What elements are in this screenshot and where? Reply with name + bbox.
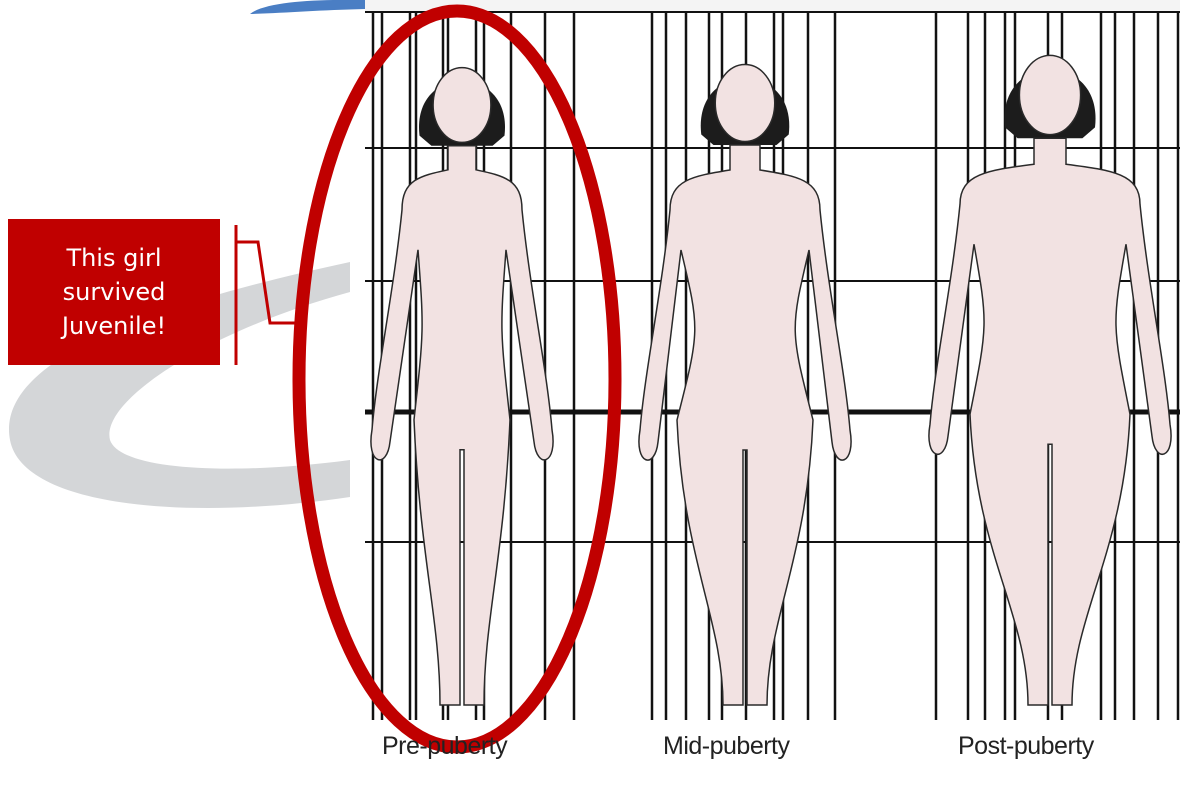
head-shape: [1019, 55, 1080, 134]
callout-text: This girl survived Juvenile!: [8, 219, 220, 365]
grid-top-fade: [365, 0, 1180, 12]
head-shape: [715, 65, 775, 142]
label-mid-puberty: Mid-puberty: [663, 732, 790, 761]
label-post-puberty: Post-puberty: [958, 732, 1094, 761]
body-silhouette: [371, 146, 553, 705]
blue-swoosh: [250, 0, 365, 14]
label-pre-puberty: Pre-puberty: [382, 732, 507, 761]
head-shape: [433, 68, 491, 143]
figure-pre-puberty: [371, 68, 553, 705]
